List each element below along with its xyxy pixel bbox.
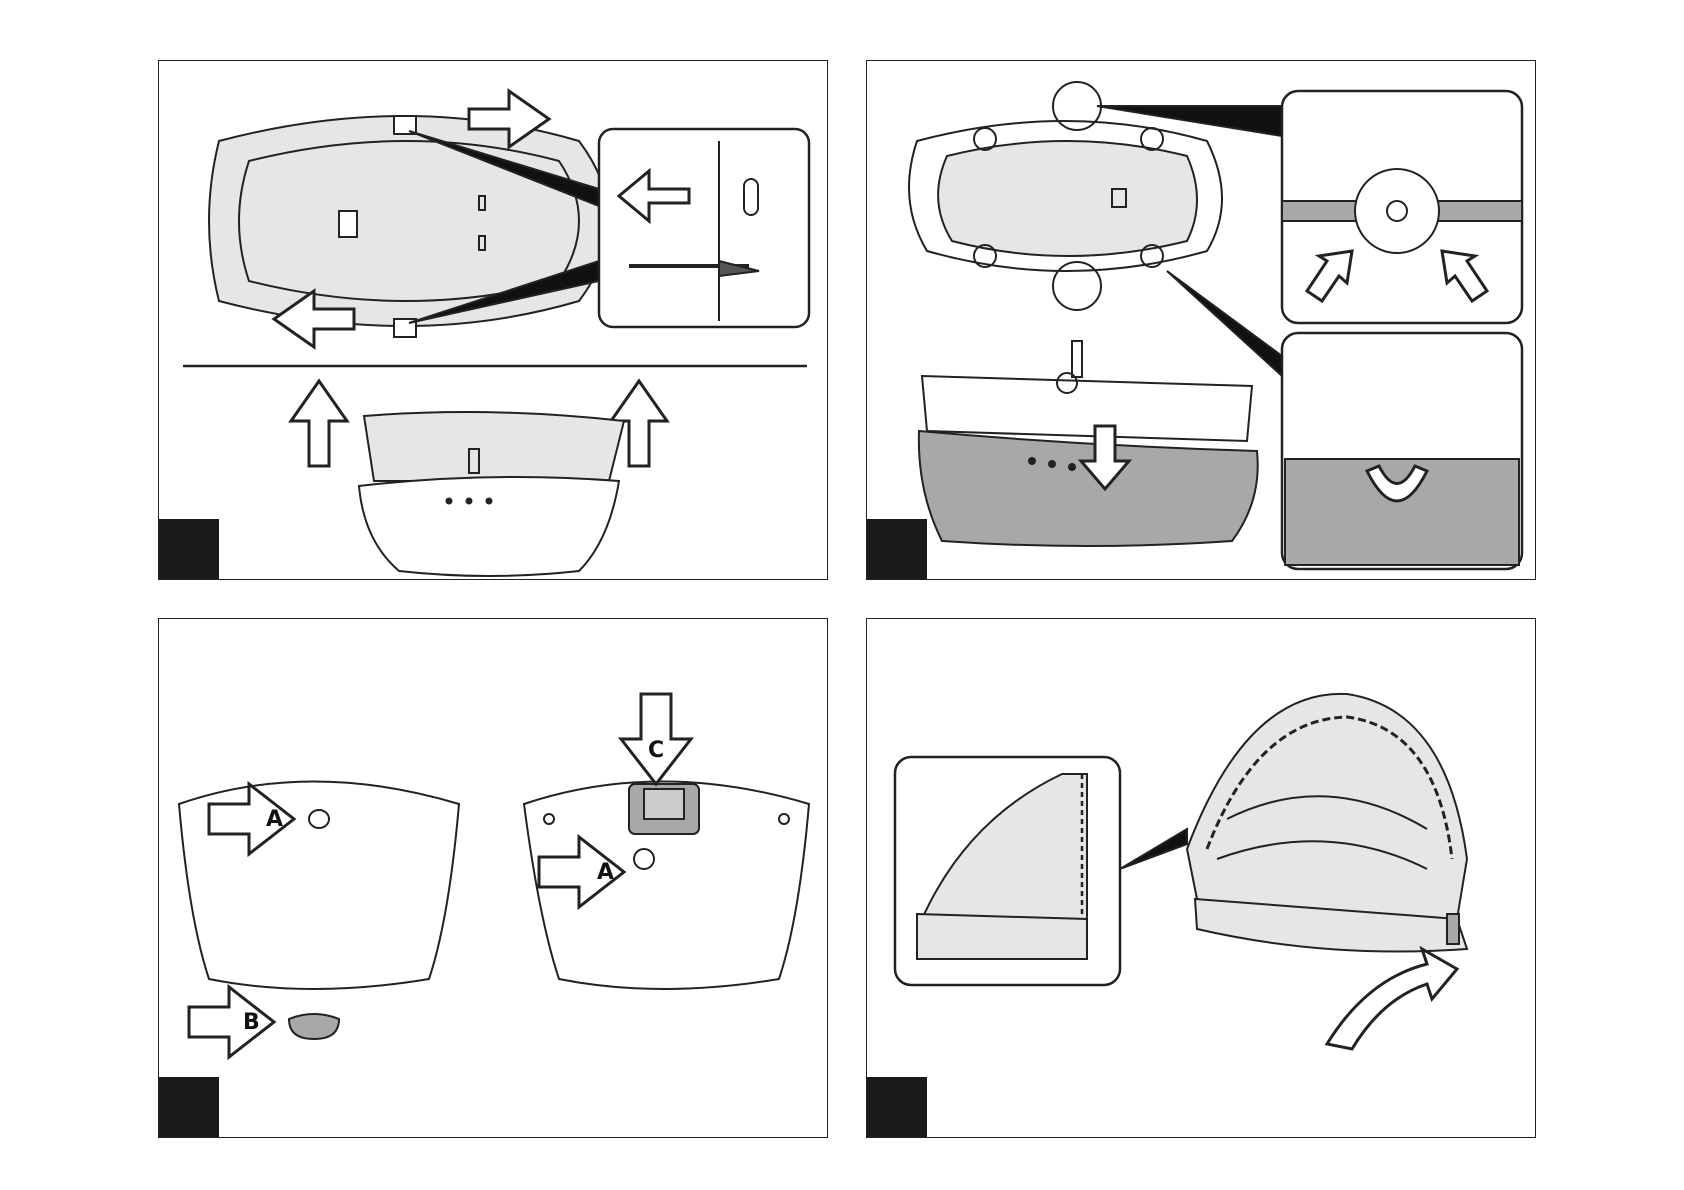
step-number-box — [867, 519, 927, 579]
bassinet-base-release-illustration — [867, 61, 1536, 580]
canopy-frame-insert-illustration — [867, 619, 1536, 1138]
panel-2 — [866, 60, 1536, 580]
panel-3: A B A C — [158, 618, 828, 1138]
callout-label-a-left: A — [266, 807, 283, 832]
callout-label-a-right: A — [597, 860, 614, 885]
step-number-box — [867, 1077, 927, 1137]
canopy-fastener-illustration: A B A C — [159, 619, 828, 1138]
callout-label-c: C — [648, 738, 664, 763]
panel-4 — [866, 618, 1536, 1138]
bassinet-frame-detach-illustration — [159, 61, 828, 580]
panel-1 — [158, 60, 828, 580]
step-number-box — [159, 519, 219, 579]
step-number-box — [159, 1077, 219, 1137]
callout-label-b: B — [243, 1010, 260, 1035]
